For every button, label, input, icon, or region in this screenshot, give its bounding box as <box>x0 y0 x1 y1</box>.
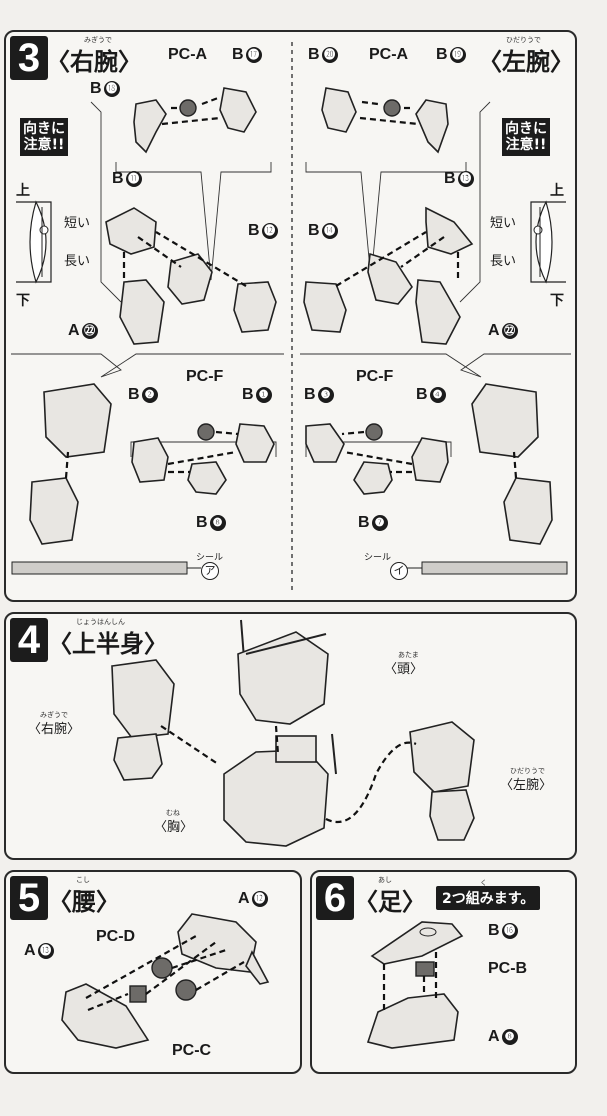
step5-title: 〈腰〉 <box>48 888 120 916</box>
step5-illustration <box>61 913 270 1049</box>
step4-head-label: 〈頭〉 <box>384 662 424 677</box>
step6-title: 〈足〉 <box>354 888 426 916</box>
step4-chest-label: 〈胸〉 <box>154 820 194 835</box>
step3-long-right: 長い <box>64 254 91 269</box>
step6-pc-b: PC-B <box>488 960 528 977</box>
step3-caution-right: 向きに注意!! <box>20 118 68 156</box>
step5-number: 5 <box>10 876 48 920</box>
step5-pc-c: PC-C <box>172 1042 212 1059</box>
step3-short-right: 短い <box>64 216 91 231</box>
step3-pc-a-right: PC-A <box>168 46 208 63</box>
step4-left-arm-label: 〈左腕〉 <box>500 778 553 793</box>
step3-right-title: 〈右腕〉 <box>46 48 142 76</box>
step3-pc-f-left: PC-F <box>356 368 394 385</box>
step3-down-right: 下 <box>16 293 30 309</box>
step6-tag-furigana: く <box>480 879 487 887</box>
step3-illustration <box>11 42 571 592</box>
step6-illustration <box>366 921 464 1049</box>
step3-number: 3 <box>10 36 48 80</box>
step3-right-furigana: みぎうで <box>84 36 112 44</box>
step3-pc-f-right: PC-F <box>186 368 224 385</box>
step3-up-right: 上 <box>16 183 30 199</box>
step6-title-furigana: あし <box>378 876 392 884</box>
step6-number: 6 <box>316 876 354 920</box>
step3-seal-a: ア <box>201 562 219 580</box>
step3-seal-i: イ <box>390 562 408 580</box>
step3-seal-label-right: シール <box>196 553 224 563</box>
step3-pc-a-left: PC-A <box>369 46 409 63</box>
step4-number: 4 <box>10 618 48 662</box>
step3-left-title: 〈左腕〉 <box>478 48 574 76</box>
step4-chest-furigana: むね <box>166 809 180 817</box>
step4-title-furigana: じょうはんしん <box>76 618 125 626</box>
step3-caution-left: 向きに注意!! <box>502 118 550 156</box>
step4-panel: 4 〈上半身〉 じょうはんしん 〈頭〉 あたま 〈右腕〉 みぎうで 〈左腕〉 ひ… <box>4 612 577 860</box>
step4-right-arm-label: 〈右腕〉 <box>28 722 81 737</box>
step6-build-two-tag: 2つ組みます。 <box>436 886 541 910</box>
step4-left-arm-furigana: ひだりうで <box>510 767 545 775</box>
step3-short-left: 短い <box>490 216 517 231</box>
step4-illustration <box>111 619 475 847</box>
step3-panel: 3 〈右腕〉 みぎうで 〈左腕〉 ひだりうで <box>4 30 577 602</box>
step3-down-left: 下 <box>550 293 564 309</box>
step4-right-arm-furigana: みぎうで <box>40 711 68 719</box>
step3-up-left: 上 <box>550 183 564 199</box>
step4-head-furigana: あたま <box>398 651 419 659</box>
step5-title-furigana: こし <box>76 876 90 884</box>
step3-long-left: 長い <box>490 254 517 269</box>
step3-left-furigana: ひだりうで <box>506 36 541 44</box>
step4-title: 〈上半身〉 <box>48 630 168 658</box>
step3-seal-label-left: シール <box>364 553 392 563</box>
step5-pc-d: PC-D <box>96 928 136 945</box>
